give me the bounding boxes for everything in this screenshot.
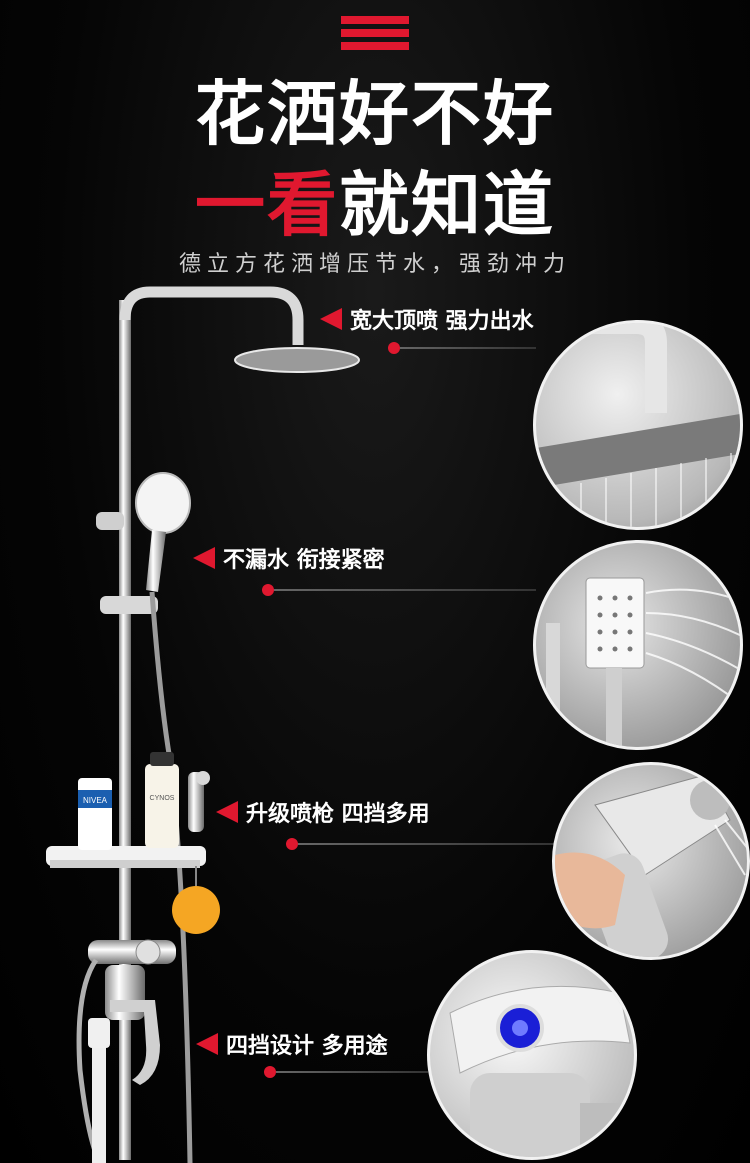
callout-line <box>274 589 536 591</box>
main-pipe <box>119 300 131 1160</box>
hose <box>149 591 193 1163</box>
callout-arrow-icon <box>216 801 238 823</box>
top-shower-head <box>234 347 360 373</box>
hand-shower-detail-image <box>546 577 740 747</box>
detail-spray-gun <box>552 762 750 960</box>
subtitle: 德立方花洒增压节水，强劲冲力 <box>178 252 571 277</box>
headline-line-2: 一看就知道 <box>0 165 750 245</box>
callout-label: 不漏水 衔接紧密 <box>223 548 385 573</box>
callout-four-modes: 四挡设计 多用途 <box>196 1028 388 1060</box>
callout-label: 四挡设计 多用途 <box>226 1034 388 1059</box>
callout-label: 宽大顶喷 强力出水 <box>350 309 534 334</box>
lotion-tube: NIVEA <box>78 778 112 850</box>
holder-bracket <box>96 512 124 530</box>
headline-red-text: 一看 <box>195 164 339 246</box>
callout-dot <box>286 838 298 850</box>
callout-dot <box>388 342 400 354</box>
callout-dot <box>262 584 274 596</box>
spray-gun-detail-image <box>555 774 747 957</box>
cynos-bottle: CYNOS <box>145 752 179 848</box>
callout-line <box>298 843 554 845</box>
slide-holder <box>100 596 158 614</box>
callout-arrow-icon <box>320 308 342 330</box>
callout-arrow-icon <box>196 1033 218 1055</box>
detail-mixer-valve <box>427 950 637 1160</box>
callout-dot <box>264 1066 276 1078</box>
hand-shower <box>135 472 191 592</box>
callout-label: 升级喷枪 四挡多用 <box>246 802 430 827</box>
white-hose-fitting <box>88 1018 110 1048</box>
lotion-brand: NIVEA <box>83 796 108 805</box>
bottle-brand: CYNOS <box>150 795 175 802</box>
callout-arrow-icon <box>193 547 215 569</box>
callout-spray-gun: 升级喷枪 四挡多用 <box>216 796 430 828</box>
headline-white-text: 就知道 <box>339 164 555 246</box>
callout-no-leak: 不漏水 衔接紧密 <box>193 542 385 574</box>
detail-top-shower <box>533 320 743 530</box>
mixer-valve <box>88 939 176 1085</box>
menu-bars-icon <box>341 16 409 56</box>
top-arm <box>119 286 304 345</box>
callout-line <box>400 347 536 349</box>
callout-line <box>276 1071 428 1073</box>
mixer-valve-detail-image <box>449 985 634 1157</box>
bath-sponge <box>172 886 220 934</box>
callout-top-shower: 宽大顶喷 强力出水 <box>320 303 534 335</box>
headline-line-1: 花洒好不好 <box>195 73 555 155</box>
detail-hand-shower <box>533 540 743 750</box>
spray-gun <box>188 771 210 832</box>
top-shower-detail-image <box>536 323 740 527</box>
